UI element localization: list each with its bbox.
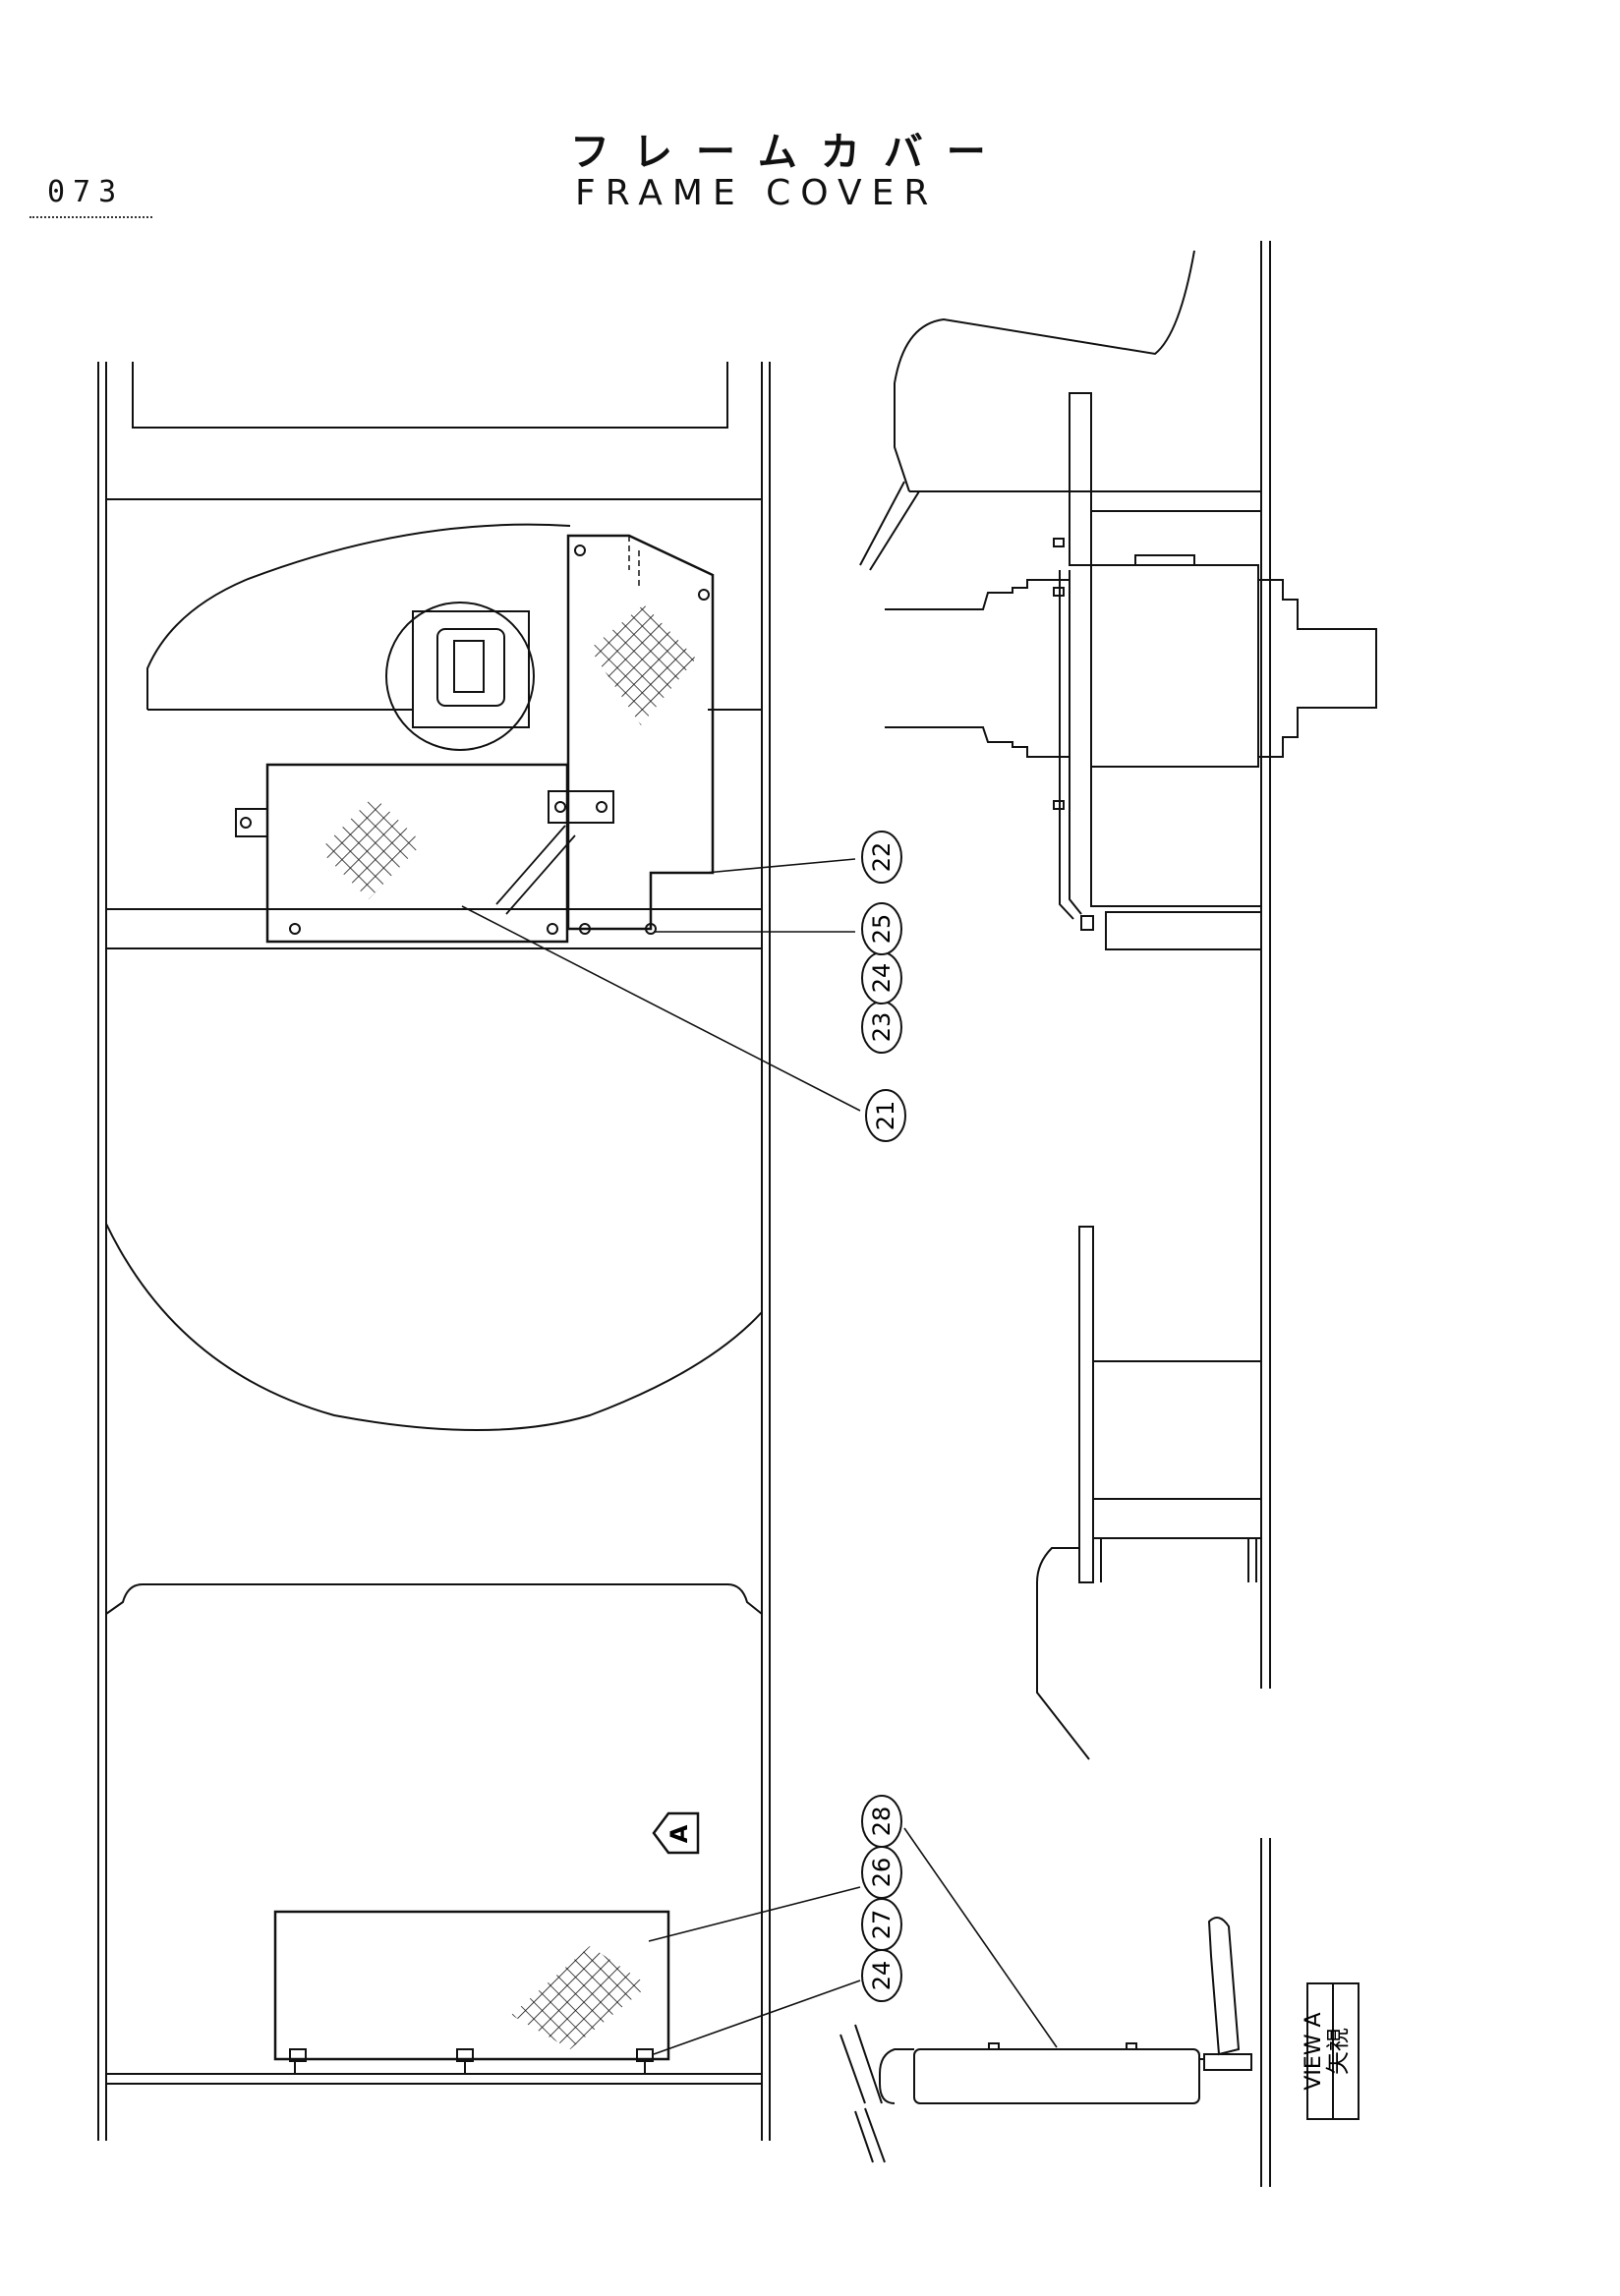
side-elevation-view (859, 241, 1377, 1760)
callout-22: 22 (861, 831, 902, 884)
svg-text:25: 25 (868, 914, 896, 945)
fan-assembly (385, 602, 535, 751)
title-japanese: フレームカバー (570, 130, 1010, 175)
title-english: FRAME COVER (575, 173, 939, 213)
cover-26 (273, 1910, 670, 2074)
view-arrow-letter: A (665, 1824, 693, 1843)
callout-26: 26 (861, 1846, 902, 1899)
svg-text:22: 22 (868, 842, 896, 873)
view-a-label-box: 矢視 VIEW A (1302, 1982, 1360, 2120)
svg-text:21: 21 (872, 1101, 899, 1131)
cover-22 (495, 534, 715, 935)
svg-text:26: 26 (868, 1858, 896, 1888)
main-frame-view (97, 362, 771, 2141)
callout-27: 27 (861, 1898, 902, 1951)
callout-24-lower: 24 (861, 1949, 902, 2002)
view-label-japanese: 矢視 (1324, 2028, 1352, 2075)
cover-21 (235, 763, 569, 944)
svg-text:24: 24 (868, 963, 896, 994)
svg-text:23: 23 (868, 1012, 896, 1043)
svg-text:28: 28 (868, 1807, 896, 1837)
view-label-english: VIEW A (1302, 2012, 1326, 2090)
callout-25: 25 (861, 902, 902, 955)
callout-28: 28 (861, 1795, 902, 1848)
page-number: 073 (47, 175, 125, 209)
leader-lines (461, 858, 1058, 2055)
callout-21: 21 (865, 1089, 906, 1142)
view-a-detail (839, 1838, 1271, 2187)
page-number-underline (29, 216, 152, 218)
view-arrow-a: A (652, 1811, 700, 1855)
callout-23: 23 (861, 1001, 902, 1054)
callout-24-upper: 24 (861, 951, 902, 1004)
svg-text:27: 27 (868, 1910, 896, 1940)
svg-text:24: 24 (868, 1961, 896, 1991)
